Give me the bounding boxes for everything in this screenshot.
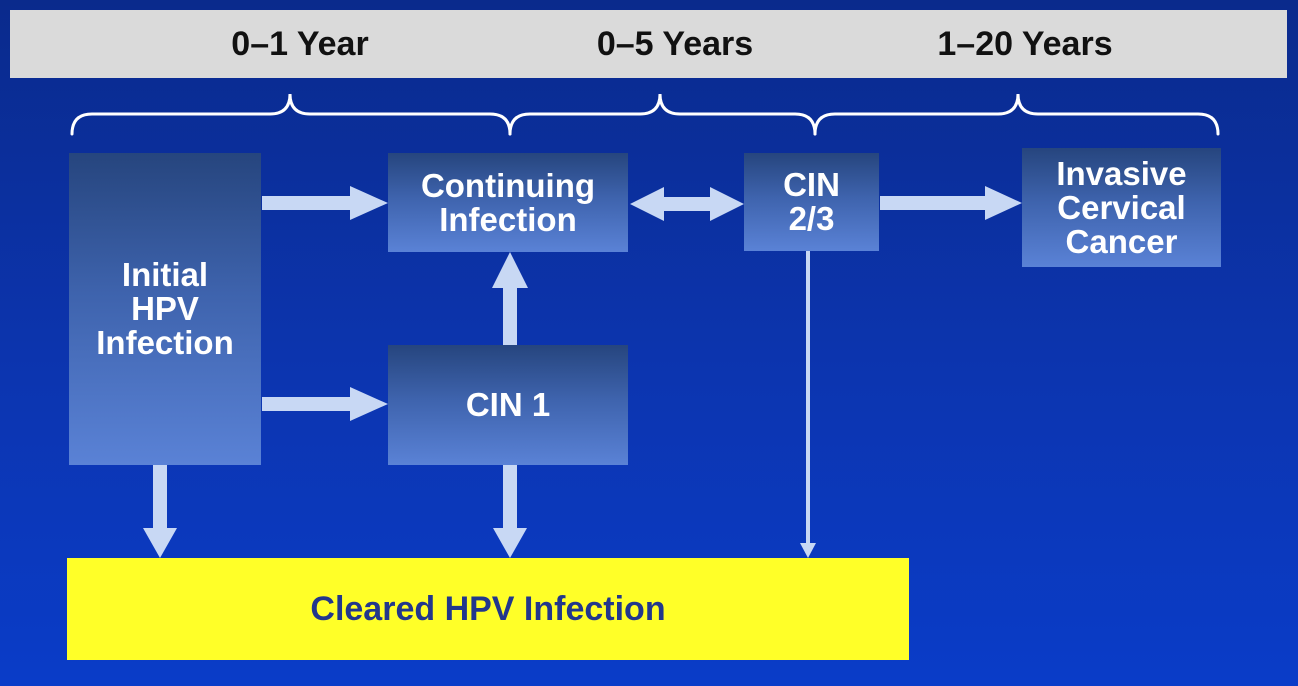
arrow-cin1-to-cleared [493, 465, 527, 558]
node-continuing-infection: Continuing Infection [388, 153, 628, 252]
arrow-cin23-to-cancer [880, 186, 1022, 220]
period-label-0-5-years: 0–5 Years [596, 25, 754, 63]
period-label-1-20-years: 1–20 Years [937, 25, 1113, 63]
brace-0-5-years [508, 93, 817, 136]
arrow-initial-to-cin1 [262, 387, 388, 421]
arrow-initial-to-continuing [262, 186, 388, 220]
arrow-cin23-to-cleared [800, 251, 816, 558]
node-cin1: CIN 1 [388, 345, 628, 465]
node-cin23-label: CIN 2/3 [783, 166, 840, 237]
period-label-0-1-year: 0–1 Year [231, 25, 369, 63]
node-cleared-label: Cleared HPV Infection [310, 589, 666, 628]
arrow-cin1-to-continuing [492, 252, 528, 345]
brace-1-20-years [813, 93, 1220, 136]
node-initial-label: Initial HPV Infection [96, 256, 234, 361]
node-cin23: CIN 2/3 [744, 153, 879, 251]
node-cleared-hpv-infection: Cleared HPV Infection [67, 558, 909, 660]
timeline-bar: 0–1 Year 0–5 Years 1–20 Years [10, 10, 1287, 78]
arrow-initial-to-cleared [143, 465, 177, 558]
node-cin1-label: CIN 1 [465, 386, 551, 423]
brace-0-1-year [70, 93, 512, 136]
node-invasive-cervical-cancer: Invasive Cervical Cancer [1022, 148, 1221, 267]
node-continuing-label: Continuing Infection [420, 166, 596, 238]
node-initial-hpv-infection: Initial HPV Infection [69, 153, 261, 465]
arrow-continuing-cin23-bidirectional [630, 187, 744, 221]
node-cancer-label: Invasive Cervical Cancer [1056, 154, 1187, 260]
timeline-braces [70, 93, 1220, 136]
